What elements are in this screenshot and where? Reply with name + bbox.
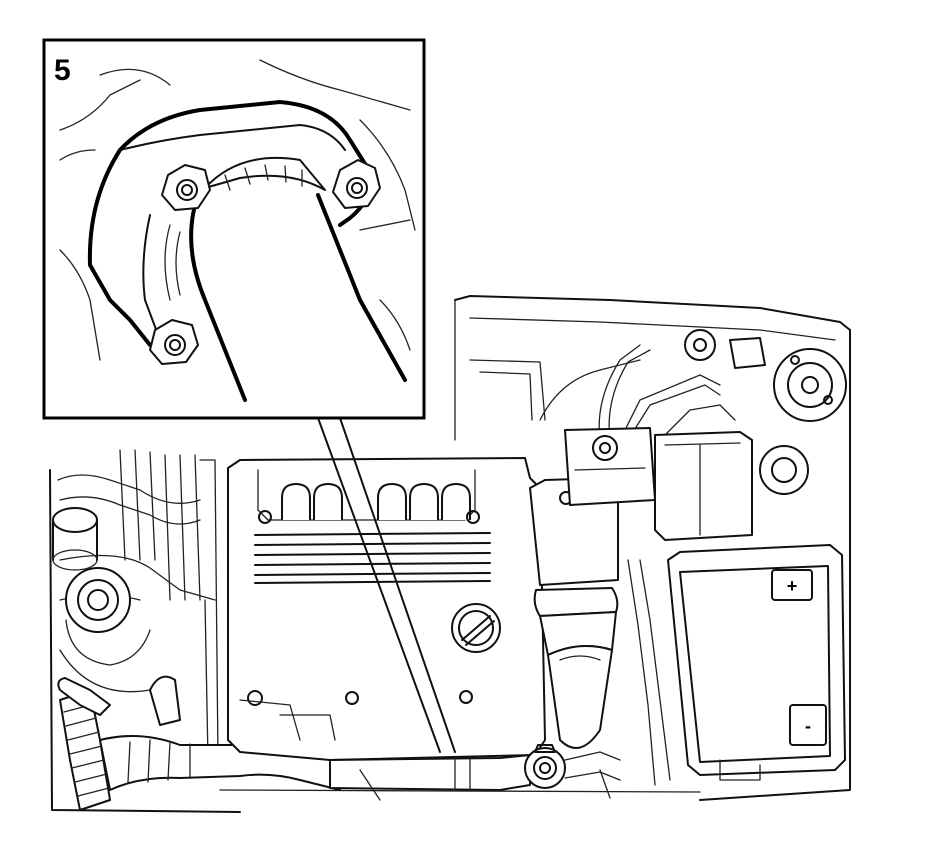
cover-ribs bbox=[254, 532, 491, 584]
brake-booster bbox=[564, 427, 656, 506]
engine-bay: + - bbox=[49, 295, 851, 813]
washer-reservoir bbox=[684, 329, 766, 369]
relay-box bbox=[654, 431, 753, 541]
intake-runners bbox=[281, 483, 471, 520]
engine-mount-left bbox=[59, 567, 151, 693]
fluid-reservoir bbox=[759, 445, 809, 495]
battery-negative-label: - bbox=[805, 716, 811, 736]
exhaust-pipe bbox=[164, 156, 407, 402]
hose-clamp bbox=[524, 744, 621, 789]
engine-cover bbox=[227, 457, 546, 761]
hose-left-small bbox=[57, 677, 111, 716]
detail-inset: 5 bbox=[42, 38, 426, 420]
strut-mount-left bbox=[52, 507, 98, 533]
coolant-hose bbox=[533, 587, 619, 749]
lower-pipe bbox=[329, 754, 531, 791]
callout-pointer bbox=[317, 417, 456, 753]
flange-nut-lower bbox=[149, 319, 199, 365]
step-number: 5 bbox=[54, 54, 71, 87]
strut-tower-right bbox=[773, 348, 847, 422]
battery: + - bbox=[667, 544, 846, 781]
flange-nut-upper-right bbox=[332, 159, 381, 209]
oil-filler-cap bbox=[451, 603, 501, 653]
battery-positive-label: + bbox=[787, 576, 798, 596]
flange-nut-upper-left bbox=[161, 164, 211, 211]
